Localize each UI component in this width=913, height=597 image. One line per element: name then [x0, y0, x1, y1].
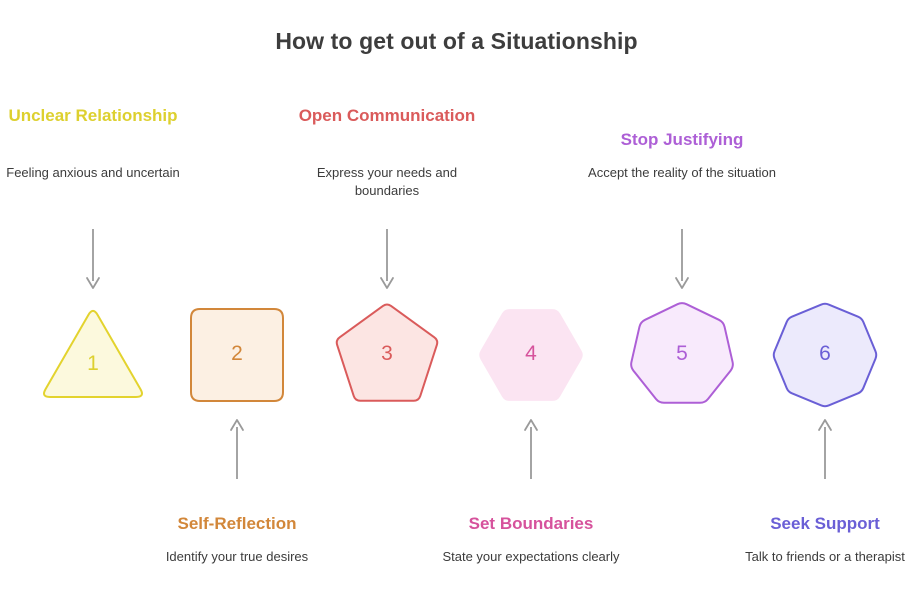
arrow-down-icon: [85, 228, 101, 290]
step-description-4: State your expectations clearly: [442, 549, 620, 564]
page-title: How to get out of a Situationship: [275, 28, 638, 54]
arrow-down-icon: [674, 228, 690, 290]
step-label-6: Seek Support: [770, 514, 880, 533]
step-label-1: Unclear Relationship: [8, 106, 178, 125]
arrow-up-icon: [817, 418, 833, 480]
arrow-up-icon: [229, 418, 245, 480]
arrow-up-icon: [523, 418, 539, 480]
step-description-5: Accept the reality of the situation: [588, 165, 776, 180]
step-label-3: Open Communication: [298, 106, 476, 125]
step-label-5: Stop Justifying: [620, 130, 744, 149]
step-label-4: Set Boundaries: [468, 514, 594, 533]
step-label-2: Self-Reflection: [177, 514, 297, 533]
step-description-3: Express your needs and boundaries: [316, 165, 458, 198]
step-description-6: Talk to friends or a therapist: [745, 549, 905, 564]
arrow-down-icon: [379, 228, 395, 290]
step-description-1: Feeling anxious and uncertain: [6, 165, 180, 180]
step-description-2: Identify your true desires: [165, 549, 309, 564]
